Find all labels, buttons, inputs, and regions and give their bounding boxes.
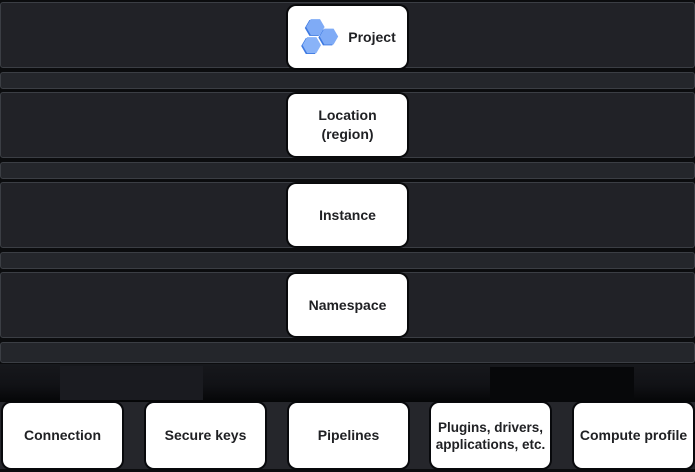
node-project: Project	[288, 6, 407, 68]
band-divider-2	[0, 162, 695, 179]
node-compute-profile-label: Compute profile	[579, 427, 688, 443]
band-divider-3	[0, 252, 695, 269]
band-divider-4	[0, 342, 695, 363]
node-namespace-label: Namespace	[308, 296, 387, 313]
node-location-label-line1: Location	[318, 107, 377, 123]
node-instance: Instance	[288, 184, 407, 246]
node-namespace: Namespace	[288, 274, 407, 336]
data-fusion-hexagons-icon	[301, 19, 339, 55]
node-compute-profile: Compute profile	[574, 403, 693, 468]
node-project-label: Project	[348, 28, 396, 45]
band-divider-1	[0, 72, 695, 89]
zone-shade-right	[490, 367, 634, 402]
node-secure-keys: Secure keys	[146, 403, 265, 468]
node-pipelines: Pipelines	[289, 403, 408, 468]
node-pipelines-label: Pipelines	[317, 427, 380, 443]
node-plugins-label-line2: applications, etc.	[435, 436, 546, 452]
node-connection-label: Connection	[24, 427, 101, 443]
node-instance-label: Instance	[319, 206, 376, 223]
node-location-label-line2: (region)	[321, 126, 374, 142]
node-plugins: Plugins, drivers, applications, etc.	[431, 403, 550, 468]
node-secure-keys-label: Secure keys	[164, 427, 247, 443]
node-plugins-label-line1: Plugins, drivers,	[437, 419, 544, 435]
zone-shade-left	[60, 366, 203, 400]
node-location: Location (region)	[288, 94, 407, 156]
node-connection: Connection	[3, 403, 122, 468]
